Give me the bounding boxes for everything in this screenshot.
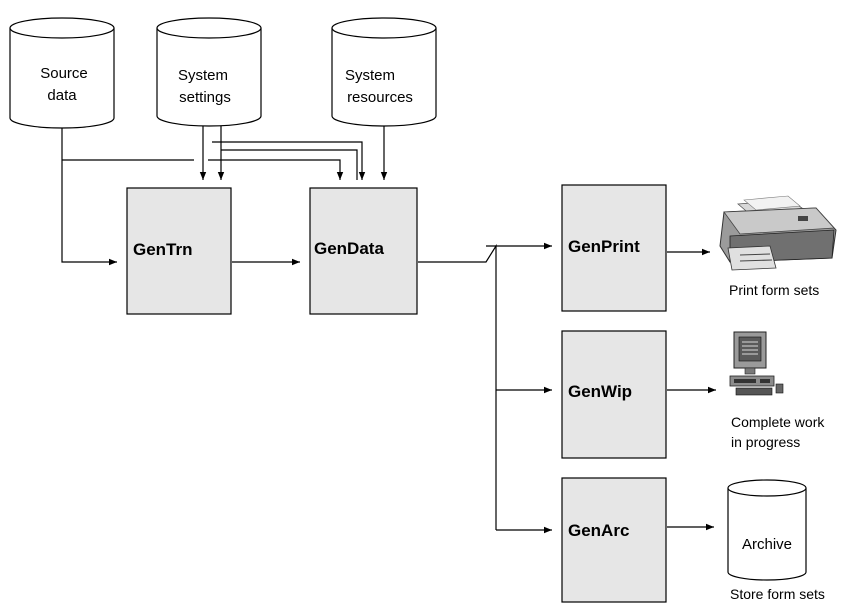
genarc-label: GenArc <box>568 521 629 540</box>
process-genarc: GenArc <box>561 477 667 603</box>
system-resources-cylinder: System resources <box>331 17 437 127</box>
source-data-label-line1: Source <box>40 65 88 82</box>
settings-to-gendata-arrow-2 <box>221 149 358 180</box>
process-gendata: GenData <box>309 187 418 315</box>
system-resources-label-line1: System <box>345 67 395 84</box>
source-to-gentrn-arrow <box>61 128 117 266</box>
printer-icon <box>719 195 837 271</box>
process-genprint: GenPrint <box>561 184 667 312</box>
archive-database-icon: Archive <box>727 479 807 581</box>
process-gentrn: GenTrn <box>126 187 232 315</box>
gendata-output-trunk <box>418 243 497 530</box>
system-settings-label-line2: settings <box>179 89 231 106</box>
genprint-label: GenPrint <box>568 237 640 256</box>
source-data-label-line2: data <box>47 87 77 104</box>
source-to-gendata-arrow <box>62 159 340 180</box>
settings-to-gendata-arrow-1 <box>212 141 366 180</box>
complete-work-label-line2: in progress <box>731 434 800 450</box>
source-data-cylinder: Source data <box>9 17 115 129</box>
print-form-sets-label: Print form sets <box>729 282 819 298</box>
store-form-sets-label: Store form sets <box>730 586 825 602</box>
system-settings-label-line1: System <box>178 67 228 84</box>
genwip-label: GenWip <box>568 382 632 401</box>
system-resources-label-line2: resources <box>347 89 413 106</box>
gentrn-label: GenTrn <box>133 240 193 259</box>
system-settings-cylinder: System settings <box>156 17 262 127</box>
complete-work-label-line1: Complete work <box>731 414 825 430</box>
computer-workstation-icon <box>729 331 784 396</box>
archive-label: Archive <box>742 536 792 553</box>
connectors <box>61 126 716 534</box>
gendata-label: GenData <box>314 239 384 258</box>
process-genwip: GenWip <box>561 330 667 459</box>
